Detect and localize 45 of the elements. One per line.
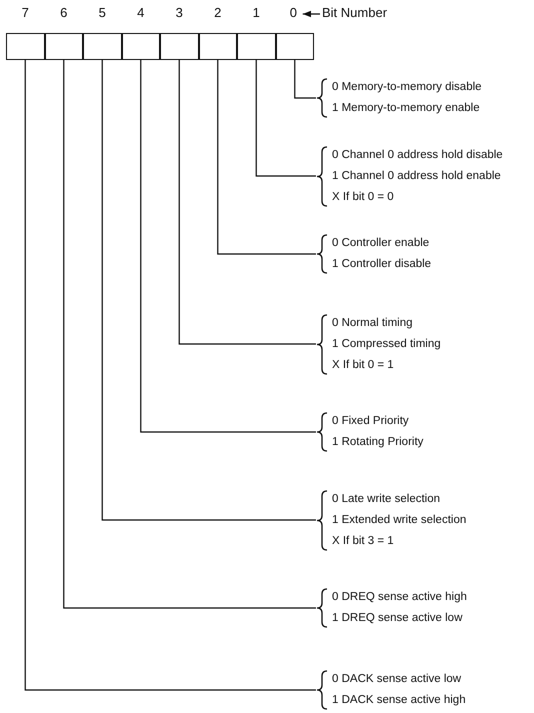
option-text: 0 Memory-to-memory disable [332, 80, 482, 95]
option-text: X If bit 3 = 1 [332, 534, 394, 548]
option-text: 0 Normal timing [332, 316, 413, 330]
option-text: 1 Memory-to-memory enable [332, 101, 480, 116]
bit-cell [44, 33, 83, 60]
option-text: 0 DREQ sense active high [332, 590, 467, 605]
option-text: 0 Controller enable [332, 236, 430, 251]
bit-number: 2 [213, 5, 222, 21]
option-text: X If bit 0 = 0 [332, 190, 394, 204]
option-text: 1 Compressed timing [332, 336, 441, 352]
leader-line [294, 60, 316, 99]
leader-line [140, 60, 316, 433]
option-text: 0 Channel 0 address hold disable [332, 148, 503, 162]
option-text: 0 Late write selection [332, 492, 440, 506]
bit-number: 1 [252, 5, 261, 21]
option-text: 1 Channel 0 address hold enable [332, 168, 501, 184]
bit-cell [198, 33, 237, 60]
arrow [302, 10, 320, 18]
option-text: 0 Fixed Priority [332, 414, 409, 429]
bit-number: 6 [59, 5, 68, 21]
bit-number: 4 [136, 5, 146, 21]
option-text: 1 Controller disable [332, 257, 432, 272]
bit-cell [83, 33, 122, 60]
leader-line [178, 60, 316, 345]
bit-cell [6, 33, 44, 60]
option-text: 1 Extended write selection [332, 512, 466, 528]
option-text: 1 Rotating Priority [332, 435, 424, 450]
option-text: 1 DACK sense active high [332, 693, 466, 708]
leader-line [217, 60, 316, 255]
leader-line [24, 60, 316, 691]
bit-number: 3 [174, 5, 184, 21]
bit-cell [122, 33, 160, 60]
bit-number: 5 [98, 5, 107, 21]
option-text: 0 DACK sense active low [332, 672, 462, 687]
leader-line [102, 60, 316, 521]
leader-line [256, 60, 316, 177]
bit-number: 0 [290, 5, 297, 21]
option-text: 1 DREQ sense active low [332, 611, 462, 626]
bit-cell [276, 33, 314, 60]
option-text: X If bit 0 = 1 [332, 358, 394, 372]
bit-cell [160, 33, 198, 60]
bit-number: 7 [20, 5, 30, 21]
leader-line [63, 60, 316, 609]
axis-title: Bit Number [322, 5, 388, 21]
bit-cell [237, 33, 276, 60]
